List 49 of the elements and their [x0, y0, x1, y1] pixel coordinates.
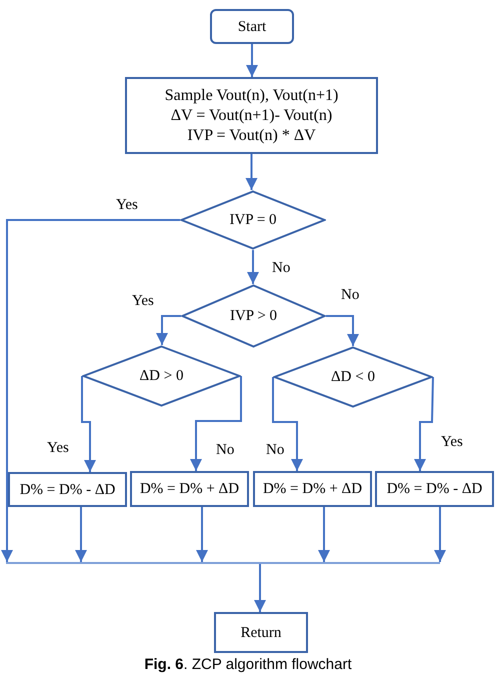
- node-text: ΔV = Vout(n+1)- Vout(n): [170, 106, 332, 126]
- node-text: IVP = Vout(n) * ΔV: [187, 126, 316, 146]
- node-text: Sample Vout(n), Vout(n+1): [164, 86, 338, 106]
- node-text: D% = D% + ΔD: [262, 480, 362, 498]
- arrow: [75, 507, 87, 562]
- arrow: [247, 250, 259, 284]
- arrow: [318, 507, 330, 562]
- edge-label: No: [341, 286, 360, 304]
- process-box: [214, 612, 308, 653]
- node-text: Start: [238, 18, 266, 36]
- process-box: [8, 472, 127, 507]
- arrow: [414, 376, 434, 471]
- node-text: D% = D% + ΔD: [140, 480, 240, 498]
- decision-diamond: [82, 345, 241, 407]
- decision-diamond: [181, 284, 326, 348]
- edge-label: No: [216, 441, 234, 459]
- node-text: ΔD < 0: [331, 368, 375, 386]
- arrow: [156, 315, 181, 345]
- edge-label: No: [272, 259, 290, 277]
- process-box: [125, 77, 378, 154]
- arrow: [434, 507, 446, 562]
- node-text: Return: [240, 624, 282, 642]
- edge-label: Yes: [441, 433, 463, 451]
- edge-label: Yes: [47, 439, 69, 457]
- merge-line: [6, 562, 440, 564]
- arrow: [254, 564, 266, 612]
- edge-label: Yes: [116, 196, 138, 214]
- node-text: D% = D% - ΔD: [386, 480, 482, 498]
- arrow: [190, 376, 242, 471]
- decision-diamond: [273, 346, 433, 408]
- edge-label: Yes: [132, 292, 154, 310]
- process-box: [375, 471, 494, 507]
- arrow: [326, 315, 359, 346]
- node-text: D% = D% - ΔD: [20, 480, 116, 498]
- arrow: [1, 219, 180, 562]
- arrow: [196, 507, 208, 562]
- node-text: IVP > 0: [230, 307, 278, 325]
- edge-label: No: [266, 441, 284, 459]
- arrow: [246, 154, 258, 190]
- arrow: [272, 377, 303, 471]
- terminal-box: [210, 9, 294, 44]
- figure-caption: Fig. 6. ZCP algorithm flowchart: [143, 655, 353, 675]
- process-box: [253, 471, 372, 507]
- arrow: [81, 376, 96, 472]
- node-text: IVP = 0: [229, 211, 277, 229]
- decision-diamond: [180, 190, 326, 250]
- arrow: [246, 44, 258, 77]
- node-text: ΔD > 0: [140, 367, 184, 385]
- process-box: [130, 471, 249, 507]
